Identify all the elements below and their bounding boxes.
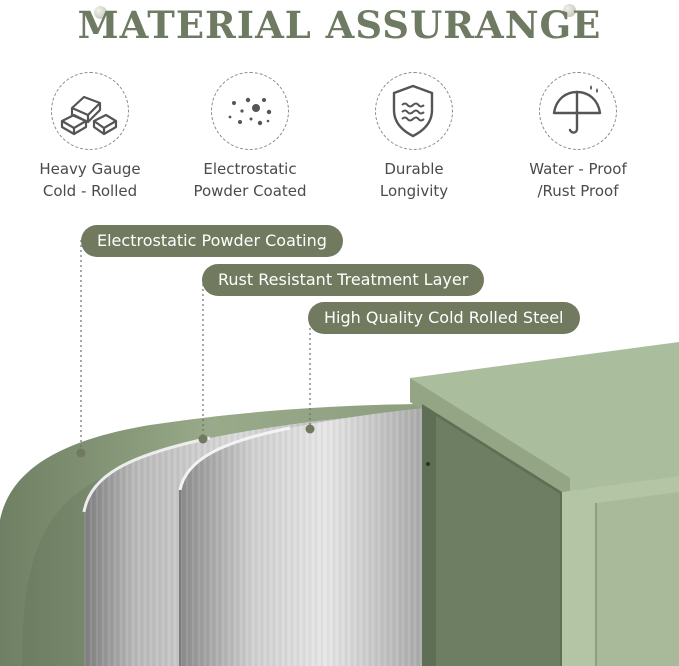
shield-icon [375,72,453,150]
feature-heavy-gauge: Heavy Gauge Cold - Rolled [15,72,165,202]
feature-water-proof: Water - Proof /Rust Proof [503,72,653,202]
callout-rust-resistant: Rust Resistant Treatment Layer [202,264,485,296]
umbrella-icon [539,72,617,150]
cabinet-top [410,342,679,500]
feature-powder-coated: Electrostatic Powder Coated [175,72,325,202]
feature-line1: Water - Proof [529,160,627,178]
feature-line1: Electrostatic [203,160,297,178]
feature-line2: /Rust Proof [537,182,619,200]
steel-bars-icon [51,72,129,150]
feature-durable: Durable Longivity [339,72,489,202]
callout-cold-rolled-steel: High Quality Cold Rolled Steel [308,302,580,334]
feature-line1: Heavy Gauge [39,160,141,178]
powder-dots-icon [211,72,289,150]
feature-line2: Powder Coated [193,182,307,200]
title-right-dot [563,4,576,17]
callout-powder-coating: Electrostatic Powder Coating [81,225,343,257]
feature-line2: Longivity [379,182,449,200]
feature-line1: Durable [384,160,444,178]
page-title: MATERIAL ASSURANGE [77,3,602,47]
title-left-dot [94,6,107,19]
feature-line2: Cold - Rolled [42,182,138,200]
